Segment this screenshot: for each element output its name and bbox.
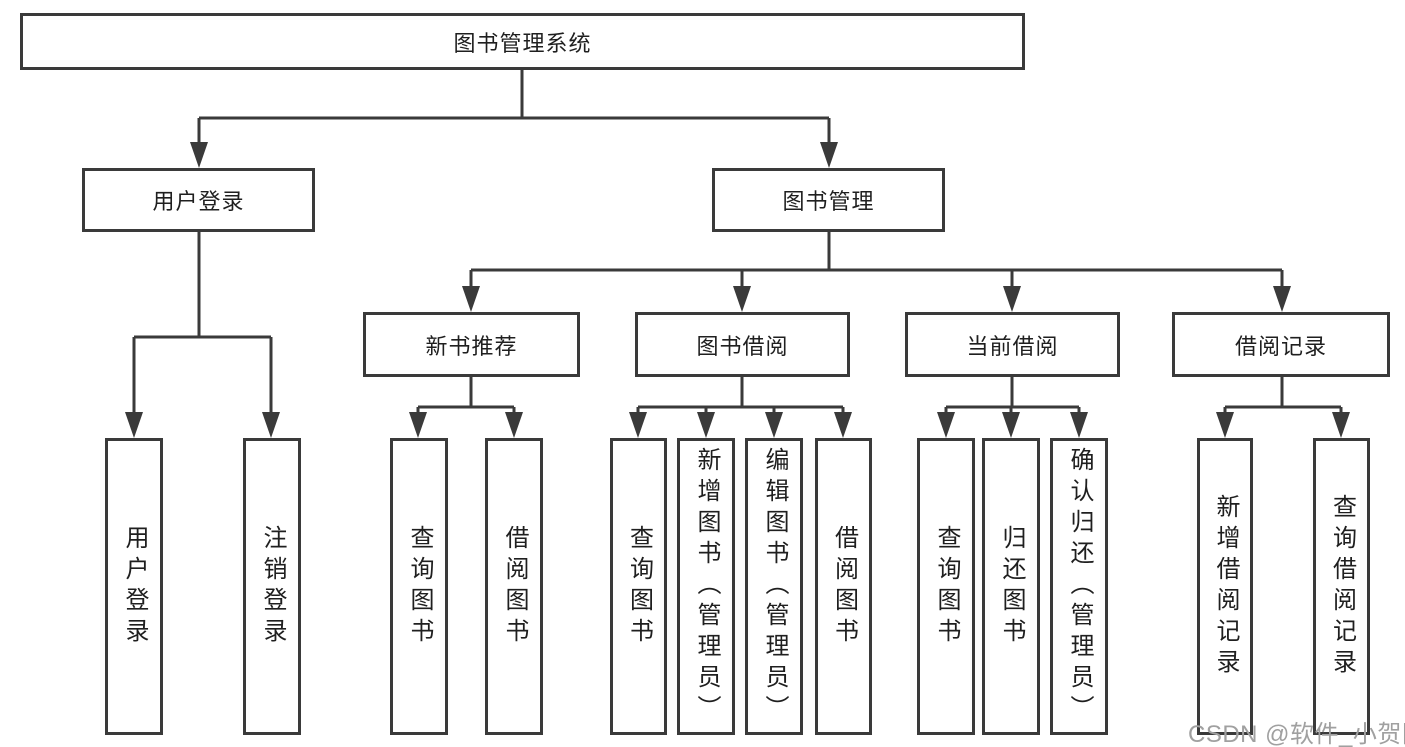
node-label: 新书推荐 bbox=[425, 333, 518, 359]
leaf-query-books-2: 查询图书 bbox=[610, 438, 667, 735]
leaf-borrow-books-2: 借阅图书 bbox=[815, 438, 872, 735]
node-label: 查询借阅记录 bbox=[1328, 493, 1356, 680]
node-label: 图书借阅 bbox=[696, 333, 789, 359]
node-label: 用户登录 bbox=[152, 189, 245, 214]
leaf-add-borrow-record: 新增借阅记录 bbox=[1197, 438, 1253, 735]
node-label: 用户登录 bbox=[121, 524, 148, 649]
node-label: 新增图书（管理员） bbox=[693, 447, 720, 726]
node-book-management: 图书管理 bbox=[712, 168, 945, 232]
leaf-query-books-1: 查询图书 bbox=[390, 438, 448, 735]
csdn-watermark: CSDN @软件_小贺同学 bbox=[1188, 721, 1405, 747]
node-label: 注销登录 bbox=[259, 524, 286, 649]
node-current-borrowing: 当前借阅 bbox=[905, 312, 1120, 377]
node-label: 查询图书 bbox=[933, 524, 960, 649]
node-book-borrowing: 图书借阅 bbox=[635, 312, 850, 377]
leaf-add-books-admin: 新增图书（管理员） bbox=[677, 438, 735, 735]
node-label: 当前借阅 bbox=[966, 333, 1059, 359]
node-label: 查询图书 bbox=[625, 524, 653, 649]
leaf-return-books: 归还图书 bbox=[982, 438, 1040, 735]
node-label: 图书管理 bbox=[782, 189, 875, 214]
leaf-user-login: 用户登录 bbox=[105, 438, 163, 735]
node-user-login: 用户登录 bbox=[82, 168, 315, 232]
node-label: 查询图书 bbox=[406, 524, 433, 649]
node-root-system: 图书管理系统 bbox=[20, 13, 1025, 70]
leaf-query-borrow-record: 查询借阅记录 bbox=[1313, 438, 1370, 735]
node-label: 借阅记录 bbox=[1234, 333, 1327, 359]
leaf-edit-books-admin: 编辑图书（管理员） bbox=[745, 438, 803, 735]
leaf-query-books-3: 查询图书 bbox=[917, 438, 975, 735]
node-label: 借阅图书 bbox=[830, 524, 858, 649]
node-borrowing-records: 借阅记录 bbox=[1172, 312, 1390, 377]
leaf-confirm-return-admin: 确认归还（管理员） bbox=[1050, 438, 1108, 735]
leaf-borrow-books-1: 借阅图书 bbox=[485, 438, 543, 735]
node-label: 借阅图书 bbox=[501, 524, 528, 649]
node-new-book-recommend: 新书推荐 bbox=[363, 312, 580, 377]
leaf-logout: 注销登录 bbox=[243, 438, 301, 735]
node-label: 确认归还（管理员） bbox=[1066, 447, 1093, 726]
node-label: 编辑图书（管理员） bbox=[761, 447, 788, 726]
node-label: 图书管理系统 bbox=[453, 30, 592, 56]
node-label: 归还图书 bbox=[998, 524, 1025, 649]
node-label: 新增借阅记录 bbox=[1212, 493, 1239, 680]
